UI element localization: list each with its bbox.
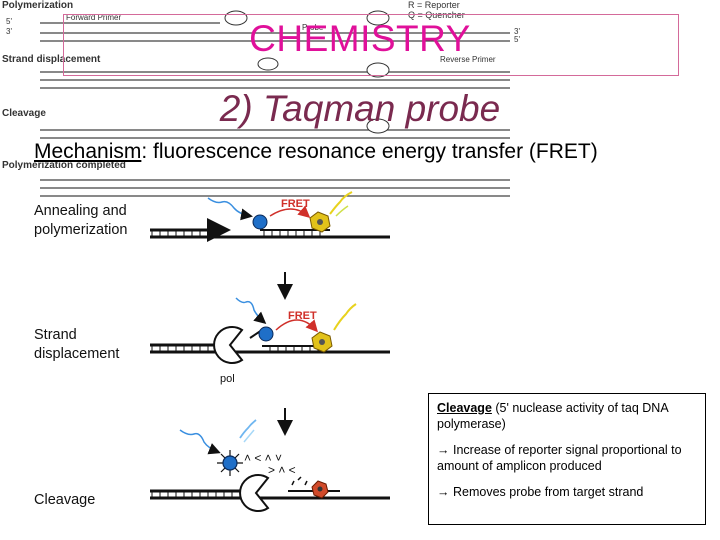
bg-row-polymerization-completed: Polymerization completed (2, 160, 126, 171)
cleavage-note-title-rest: (5' nuclease activity of taq DNA polymer… (437, 401, 668, 431)
bg-row-polymerization: Polymerization (2, 0, 73, 11)
bg-3prime-right: 3' (514, 27, 520, 36)
mechanism-term: Mechanism (34, 140, 142, 163)
bg-legend-q: Q = Quencher (408, 10, 465, 20)
annealing-panel: FRET (150, 191, 390, 242)
bg-3prime: 3' (6, 27, 12, 36)
reporter-icon-2 (258, 326, 274, 342)
bg-legend-r: R = Reporter (408, 0, 460, 10)
cleavage-panel: ˄ ˂ ˄ ˅ ˃ ˄ ˂ (150, 419, 390, 512)
fragment-marks: ˄ ˂ ˄ ˅ (244, 451, 282, 465)
cleavage-note-box: Cleavage (5' nuclease activity of taq DN… (428, 393, 706, 525)
taqman-mechanism-figure: FRET pol FRET (150, 191, 390, 512)
bg-row-strand-displacement: Strand displacement (2, 54, 101, 65)
bg-reverse-primer: Reverse Primer (440, 55, 496, 64)
bg-5prime-right: 5' (514, 35, 520, 44)
polymerase-icon-2 (239, 474, 270, 512)
cleavage-point-1: Increase of reporter signal proportional… (437, 443, 682, 473)
title-box (63, 14, 679, 76)
pol-label: pol (220, 373, 235, 385)
bg-row-cleavage: Cleavage (2, 108, 46, 119)
cleavage-note-title: Cleavage (437, 401, 492, 415)
step-label-strand-displacement: Strand displacement (34, 327, 120, 362)
bg-quencher-icon-2 (366, 62, 390, 78)
background-taqman-diagram: Polymerization Forward Primer Probe R = … (2, 0, 520, 197)
arrow-icon: → (437, 443, 450, 457)
quencher-icon-red (311, 480, 329, 499)
polymerase-icon (213, 326, 244, 364)
bg-reporter-icon-2 (257, 57, 279, 71)
strand-displacement-panel: pol FRET (150, 297, 390, 385)
step-label-cleavage: Cleavage (34, 492, 96, 508)
fret-label: FRET (281, 198, 310, 210)
fret-label-2: FRET (288, 310, 317, 322)
mechanism-text: : fluorescence resonance energy transfer… (141, 140, 598, 163)
bg-probe: Probe (302, 23, 324, 32)
step-label-annealing: Annealing and polymerization (34, 203, 128, 238)
mechanism-line: Mechanism: fluorescence resonance energy… (34, 140, 598, 164)
bg-forward-primer: Forward Primer (66, 13, 121, 22)
arrow-icon-2: → (437, 485, 450, 499)
bg-quencher-icon-3 (366, 118, 390, 134)
quencher-icon-2 (311, 331, 333, 353)
bg-5prime: 5' (6, 17, 12, 26)
reporter-icon (252, 214, 268, 230)
fragment-marks-2: ˃ ˄ ˂ (268, 463, 296, 477)
quencher-icon (309, 211, 331, 233)
page-title: CHEMISTRY (249, 18, 471, 59)
reporter-icon-free (217, 450, 243, 476)
cleavage-point-2: Removes probe from target strand (452, 485, 644, 499)
page-subtitle: 2) Taqman probe (219, 88, 501, 129)
